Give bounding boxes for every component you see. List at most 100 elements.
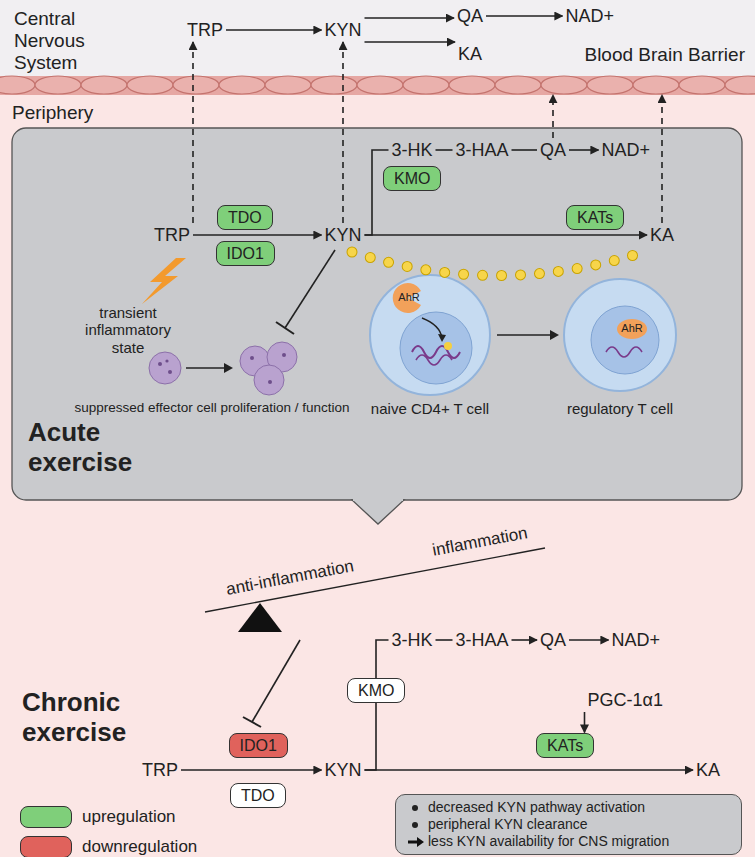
pathway-arrow [584,712,586,733]
endothelial-cell [725,76,755,94]
endothelial-cell [449,76,495,94]
kyn-dots-outline [352,250,650,276]
metabolite-node: TRP [184,18,226,42]
dashed-connector [661,95,663,223]
pathway-arrow [569,639,609,641]
metabolite-node: KYN [322,758,365,782]
metabolite-node: PGC-1α1 [585,688,666,712]
metabolite-name: 3-HAA [456,630,509,650]
enzyme-box: TDO [217,205,273,230]
metabolite-node: QA [537,138,569,162]
legend-swatch [20,806,72,828]
metabolite-name: TRP [187,20,223,40]
blood-brain-barrier: Blood Brain Barrier [0,76,755,95]
pathway-arrow [365,17,455,19]
metabolite-name: KYN [325,20,362,40]
endothelial-cell [587,76,633,94]
annotation: inflammation [431,523,529,560]
seesaw [205,548,545,727]
metabolite-name: TRP [154,225,190,245]
enzyme-box: KATs [536,733,594,758]
pathway-arrow [512,639,538,641]
enzyme-box: KMO [347,678,405,703]
metabolite-name: NAD+ [602,140,651,160]
endothelial-cell [219,76,265,94]
bullet [412,805,418,811]
enzyme-name: KATs [547,737,583,754]
metabolite-name: KA [696,760,720,780]
region-heading: Central Nervous System [14,8,144,74]
metabolite-name: NAD+ [566,6,615,26]
summary-text: decreased KYN pathway activation [428,799,645,815]
endothelial-cell [633,76,679,94]
annotation: suppressed effector cell proliferation /… [74,400,349,416]
pathway-arrow [569,149,599,151]
dashed-connector [552,95,554,138]
metabolite-name: KA [650,225,674,245]
panel-pointer [352,500,404,524]
metabolite-name: QA [540,140,566,160]
endothelial-cell [403,76,449,94]
cns-ground [0,0,755,76]
metabolite-node: QA [537,628,569,652]
acute-panel-fill [12,128,742,500]
pathway-arrow [365,150,389,235]
metabolite-node: TRP [151,223,193,247]
effector-cells [149,342,297,395]
regulatory-t-cell [564,279,676,391]
enzyme-name: IDO1 [240,737,277,754]
endothelial-cells [0,76,755,94]
enzyme-name: KMO [358,682,394,699]
pathway-arrow [181,769,322,771]
metabolite-node: KA [693,758,723,782]
metabolite-name: QA [540,630,566,650]
endothelial-cell [541,76,587,94]
endothelial-cell [173,76,219,94]
enzyme-box: TDO [230,783,286,808]
annotation: Periphery [12,102,93,124]
summary-text: peripheral KYN clearance [428,816,588,832]
metabolite-name: NAD+ [612,630,661,650]
metabolite-node: 3-HAA [453,138,512,162]
kyn-dots [352,250,650,276]
endothelial-cell [127,76,173,94]
enzyme-box: KATs [566,205,624,230]
metabolite-node: KA [455,42,485,66]
metabolite-node: NAD+ [609,628,664,652]
inhibition-line [276,250,335,334]
arrowhead [550,330,559,340]
pathway-arrow [365,640,389,770]
enzyme-box: IDO1 [229,733,288,758]
annotation: AhR [398,291,419,304]
pathway-arrow [193,234,322,236]
endothelial-cell [679,76,725,94]
region-heading: Acute exercise [28,418,178,478]
bbb-band [0,76,755,95]
pathway-arrow [365,769,694,771]
pathway-arrow [365,234,648,236]
metabolite-name: PGC-1α1 [588,690,663,710]
annotation: anti-inflammation [225,556,356,599]
pathway-arrow [436,149,453,151]
pointer-join [353,499,403,501]
pathway-arrow [512,149,538,151]
metabolite-name: KA [458,44,482,64]
enzyme-name: TDO [241,787,275,804]
endothelial-cell [265,76,311,94]
pathway-arrow [436,639,453,641]
metabolite-name: KYN [325,225,362,245]
endothelial-cell [357,76,403,94]
metabolite-node: KYN [322,18,365,42]
annotation: Chronic exercise [22,688,162,748]
lightning [142,258,186,304]
endothelial-cell [0,76,35,94]
bullet-row: less KYN availability for CNS migration [406,833,731,850]
bullet-arrow [408,837,424,847]
metabolite-name: KYN [325,760,362,780]
metabolite-name: 3-HK [392,630,433,650]
annotation: transient inflammatory state [76,304,180,356]
metabolite-node: KYN [322,223,365,247]
endothelial-cell [81,76,127,94]
metabolite-node: KA [647,223,677,247]
metabolite-name: QA [457,6,483,26]
